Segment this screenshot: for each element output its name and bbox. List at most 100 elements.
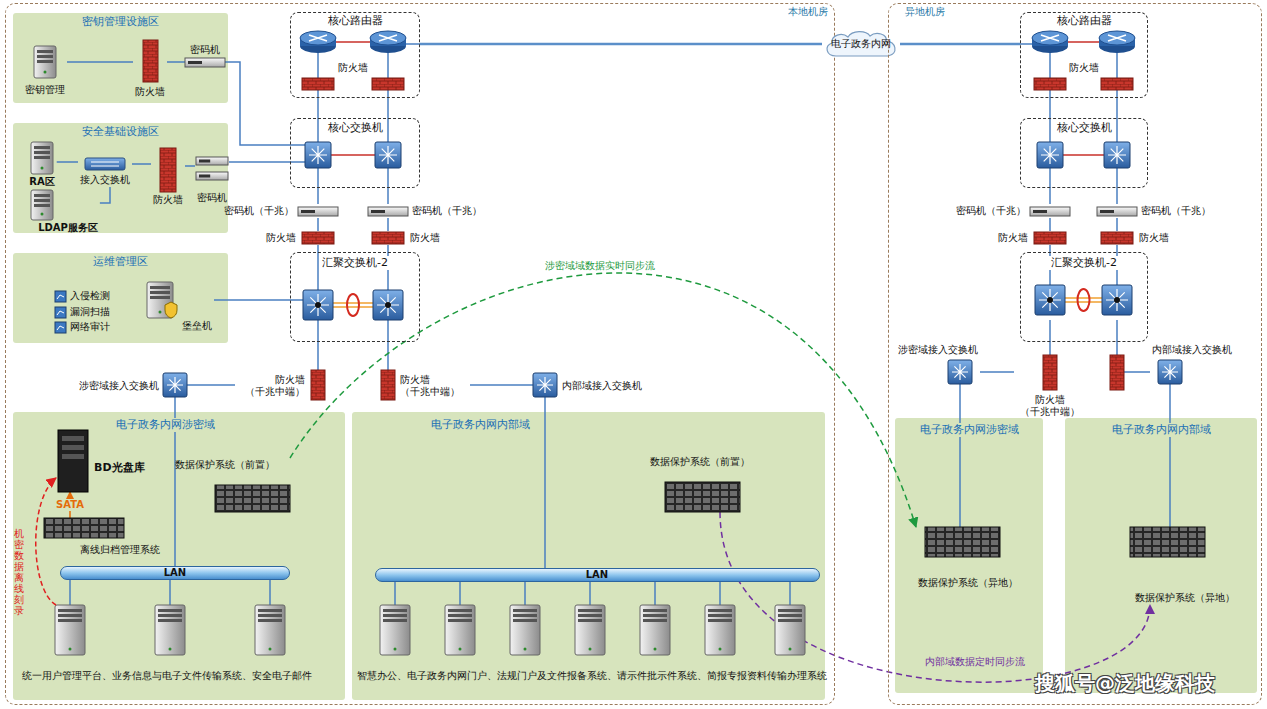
server-symbol bbox=[578, 609, 602, 612]
device: 密钥管理 bbox=[23, 46, 67, 97]
node-label: 密码机（千兆） bbox=[956, 205, 1026, 217]
switch-symbol bbox=[91, 162, 119, 166]
node-label: 涉密域接入交换机 bbox=[79, 380, 159, 392]
device-group: 汇聚交换机-2 bbox=[1020, 252, 1148, 342]
crypto-symbol bbox=[301, 210, 315, 213]
connector bbox=[317, 218, 319, 231]
server-symbol bbox=[578, 619, 602, 622]
wire bbox=[317, 51, 319, 78]
wire bbox=[333, 302, 373, 304]
crypto-symbol bbox=[1033, 210, 1047, 213]
server-symbol bbox=[708, 614, 732, 617]
connector bbox=[1169, 384, 1171, 527]
server-symbol bbox=[269, 648, 272, 651]
node-label: 防火墙 bbox=[153, 194, 183, 206]
crypto-symbol bbox=[196, 172, 228, 180]
edge-label: 内部域数据定时同步流 bbox=[923, 656, 1027, 668]
wire bbox=[1049, 168, 1051, 188]
storage-symbol bbox=[925, 527, 1000, 557]
edge-label: 涉密域域数据实时同步流 bbox=[543, 260, 657, 272]
wire bbox=[387, 168, 389, 188]
node-label: 网络审计 bbox=[70, 321, 110, 333]
connector bbox=[387, 245, 389, 252]
server-symbol bbox=[719, 648, 722, 651]
zone-title: 防火墙 bbox=[1069, 62, 1099, 74]
wire bbox=[406, 43, 420, 45]
zone-title: 电子政务内网涉密域 bbox=[918, 423, 1021, 436]
crypto-symbol bbox=[188, 61, 202, 64]
connector bbox=[1116, 98, 1118, 118]
zone-title: 核心交换机 bbox=[326, 121, 385, 134]
connector bbox=[317, 245, 319, 252]
firewall-symbol bbox=[160, 148, 176, 192]
crypto-symbol bbox=[185, 58, 225, 67]
site-region: 异地机房核心路由器防火墙核心交换机密码机（千兆）密码机（千兆）防火墙防火墙汇聚交… bbox=[888, 3, 1262, 705]
zone-title: 本地机房 bbox=[788, 6, 828, 18]
switch-symbol bbox=[1162, 364, 1178, 380]
switch-symbol bbox=[533, 373, 557, 397]
wire bbox=[169, 580, 171, 605]
zone-title: 运维管理区 bbox=[91, 255, 150, 268]
zone-panel: 运维管理区入侵检测漏洞扫描网络审计堡垒机 bbox=[13, 253, 228, 343]
connector bbox=[214, 299, 290, 301]
wire bbox=[336, 41, 370, 43]
server-symbol bbox=[448, 614, 472, 617]
node-label: RA区 bbox=[29, 176, 54, 188]
server-symbol bbox=[778, 619, 802, 622]
node-label: 防火墙 bbox=[1139, 232, 1169, 244]
switch-symbol bbox=[1037, 142, 1063, 168]
device: 防火墙 （千兆中端） bbox=[235, 370, 325, 400]
device: 涉密域接入交换机 bbox=[77, 373, 187, 397]
node-label: 防火墙 bbox=[266, 232, 296, 244]
device: 防火墙 （千兆中端） bbox=[381, 370, 470, 400]
connector bbox=[1116, 188, 1118, 204]
server-symbol bbox=[34, 199, 50, 202]
node-label: 内部域接入交换机 bbox=[562, 380, 642, 392]
node-label: 防火墙 （千兆中端） bbox=[237, 374, 305, 398]
switch-symbol bbox=[315, 302, 321, 308]
flow-note: 机密数据离线刻录 bbox=[14, 528, 24, 616]
shield-symbol bbox=[165, 302, 177, 318]
connector bbox=[67, 61, 133, 63]
firewall-symbol bbox=[302, 232, 334, 244]
crypto-symbol bbox=[368, 207, 408, 216]
server-symbol bbox=[34, 46, 56, 78]
server-symbol bbox=[37, 55, 53, 58]
crypto-symbol bbox=[199, 175, 210, 178]
connector bbox=[317, 98, 319, 118]
server-symbol bbox=[394, 648, 397, 651]
connector bbox=[317, 342, 319, 370]
connector bbox=[290, 273, 916, 527]
switch-symbol bbox=[309, 146, 327, 164]
server-symbol bbox=[58, 614, 82, 617]
connector bbox=[225, 62, 290, 145]
device: 密码机（千兆） bbox=[954, 204, 1070, 218]
device: 密码机 bbox=[195, 157, 229, 205]
tool-symbol bbox=[57, 295, 64, 299]
server-symbol bbox=[510, 605, 540, 655]
wire bbox=[1049, 90, 1051, 98]
connector bbox=[470, 384, 533, 386]
node-label: 电子政务内网 bbox=[831, 38, 891, 50]
tool-symbol bbox=[57, 326, 64, 330]
zone-title: 汇聚交换机-2 bbox=[1049, 256, 1119, 269]
node-label: 漏洞扫描 bbox=[70, 306, 110, 318]
lan-bus: LAN bbox=[375, 568, 820, 582]
crypto-symbol bbox=[1097, 207, 1137, 216]
device: 防火墙 bbox=[372, 231, 442, 245]
node-label: LAN bbox=[586, 569, 608, 581]
site-region: 本地机房密钥管理设施区密钥管理防火墙密码机安全基础设施区RA区接入交换机LDAP… bbox=[5, 3, 835, 705]
crypto-symbol bbox=[1100, 210, 1114, 213]
node-label: 防火墙 （千兆中端） bbox=[400, 374, 468, 398]
node-label: 密码机 bbox=[197, 192, 227, 204]
node-label: 防火墙 bbox=[998, 232, 1028, 244]
firewall-symbol bbox=[1101, 232, 1133, 244]
device: 数据保护系统（前置） bbox=[173, 458, 290, 512]
node-label: 防火墙 bbox=[410, 232, 440, 244]
server-symbol bbox=[524, 648, 527, 651]
server-symbol bbox=[380, 605, 410, 655]
connector bbox=[187, 384, 235, 386]
node-label: 涉密域接入交换机 bbox=[898, 344, 978, 356]
wire bbox=[789, 582, 791, 605]
switch-symbol bbox=[85, 158, 125, 170]
